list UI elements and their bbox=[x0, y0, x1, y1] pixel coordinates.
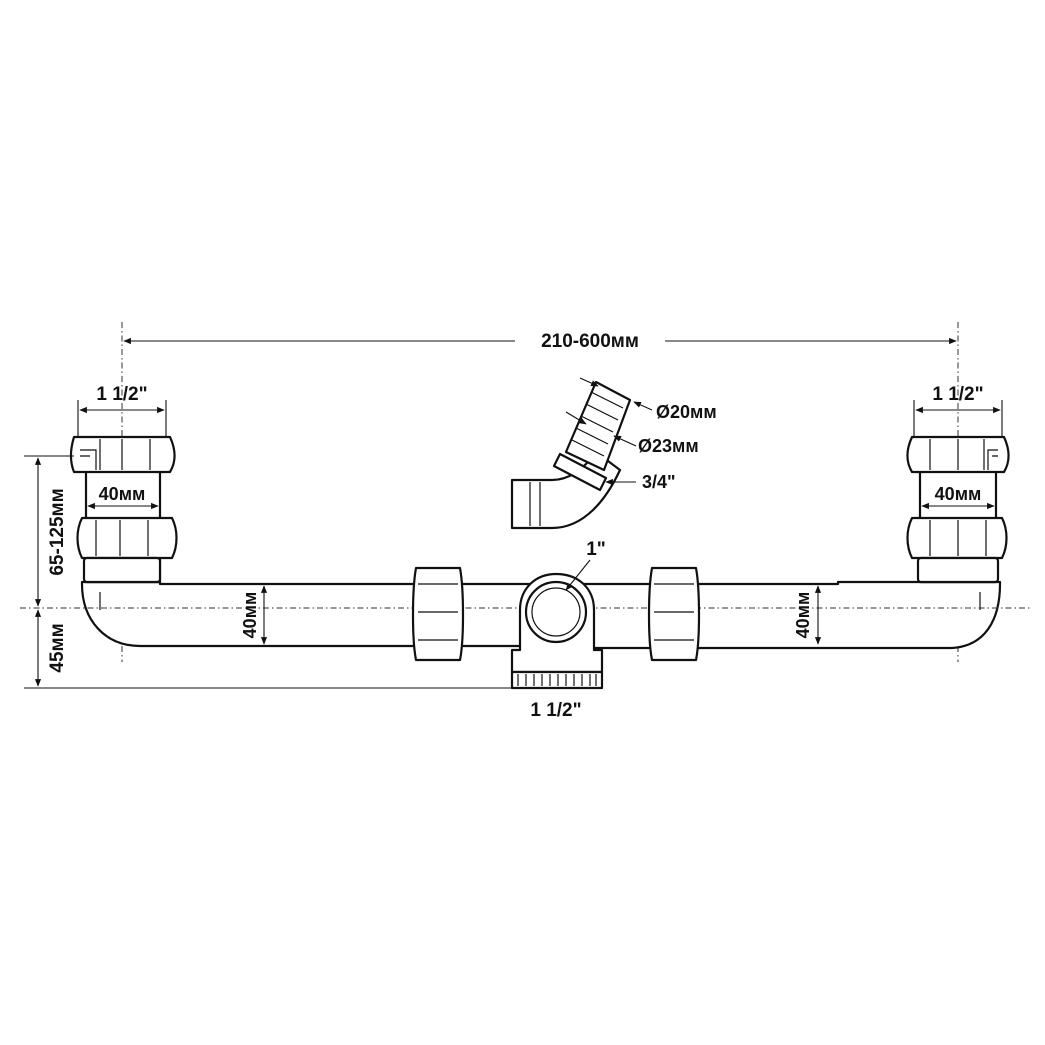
left-outlet-dimension: 1 1/2" bbox=[77, 384, 167, 438]
right-lower-nut bbox=[906, 516, 1008, 560]
hose-thread-label: 3/4" bbox=[642, 472, 676, 492]
central-tee bbox=[510, 572, 604, 690]
overall-width-label: 210-600мм bbox=[541, 331, 639, 352]
left-pipe-diameter-label: 40мм bbox=[99, 484, 146, 504]
left-horizontal-diameter-dimension: 40мм bbox=[240, 585, 268, 645]
hose-outer-diameter-label: Ø23мм bbox=[638, 436, 699, 456]
height-dimensions: 65-125мм 45мм bbox=[24, 455, 512, 689]
left-pipe-diameter-dimension: 40мм bbox=[87, 484, 159, 510]
center-port-dimension: 1" bbox=[565, 539, 606, 591]
right-outlet-dimension: 1 1/2" bbox=[913, 384, 1003, 438]
bottom-thread-label: 1 1/2" bbox=[530, 700, 581, 721]
hose-connector bbox=[510, 380, 632, 530]
center-port-label: 1" bbox=[586, 539, 606, 560]
left-inlet bbox=[69, 435, 178, 584]
left-outlet-label: 1 1/2" bbox=[96, 384, 147, 405]
left-pipe-nut bbox=[411, 566, 465, 662]
right-horizontal-diameter-dimension: 40мм bbox=[793, 585, 822, 645]
right-inlet bbox=[906, 435, 1010, 584]
lower-offset-label: 45мм bbox=[47, 623, 68, 672]
right-pipe-nut bbox=[647, 566, 701, 662]
right-outlet-label: 1 1/2" bbox=[932, 384, 983, 405]
hose-dimensions: Ø20мм Ø23мм 3/4" bbox=[565, 377, 717, 492]
right-pipe-diameter-dimension: 40мм bbox=[921, 484, 995, 510]
hose-inner-diameter-label: Ø20мм bbox=[656, 402, 717, 422]
height-range-label: 65-125мм bbox=[47, 488, 68, 575]
right-pipe-diameter-label: 40мм bbox=[935, 484, 982, 504]
right-horizontal-diameter-label: 40мм bbox=[793, 592, 813, 639]
overall-width-dimension: 210-600мм bbox=[121, 322, 959, 662]
left-horizontal-diameter-label: 40мм bbox=[240, 592, 260, 639]
left-lower-nut bbox=[76, 516, 178, 560]
left-upper-nut bbox=[69, 435, 176, 474]
